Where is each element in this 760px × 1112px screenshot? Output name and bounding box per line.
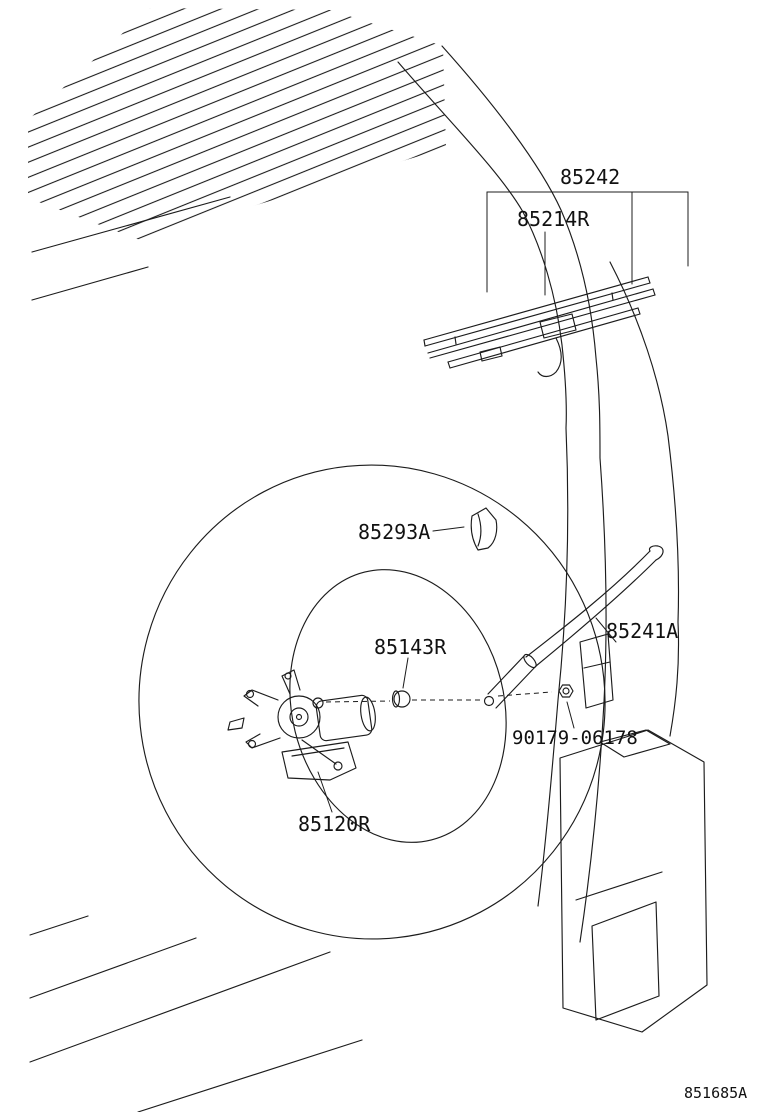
wiper-arm [483,545,664,709]
wiper-motor [227,669,376,781]
pivot-cap [391,690,411,708]
part-label-85242[interactable]: 85242 [560,165,620,189]
roof-hatching [28,8,446,240]
part-label-85214R[interactable]: 85214R [517,207,590,231]
part-label-90179-06178[interactable]: 90179-06178 [512,727,638,749]
part-label-85241A[interactable]: 85241A [606,619,678,643]
pivot-nut [558,684,574,698]
clip-85293A [470,507,498,551]
diagram-code: 851685A [684,1084,747,1102]
assembly-axis-lines [325,691,553,703]
part-label-85120R[interactable]: 85120R [298,812,371,836]
vehicle-body-lines [29,45,708,1112]
part-label-85143R[interactable]: 85143R [374,635,447,659]
wiper-blade-assembly [423,276,656,378]
callout-lines [317,191,689,813]
part-label-85293A[interactable]: 85293A [358,520,430,544]
